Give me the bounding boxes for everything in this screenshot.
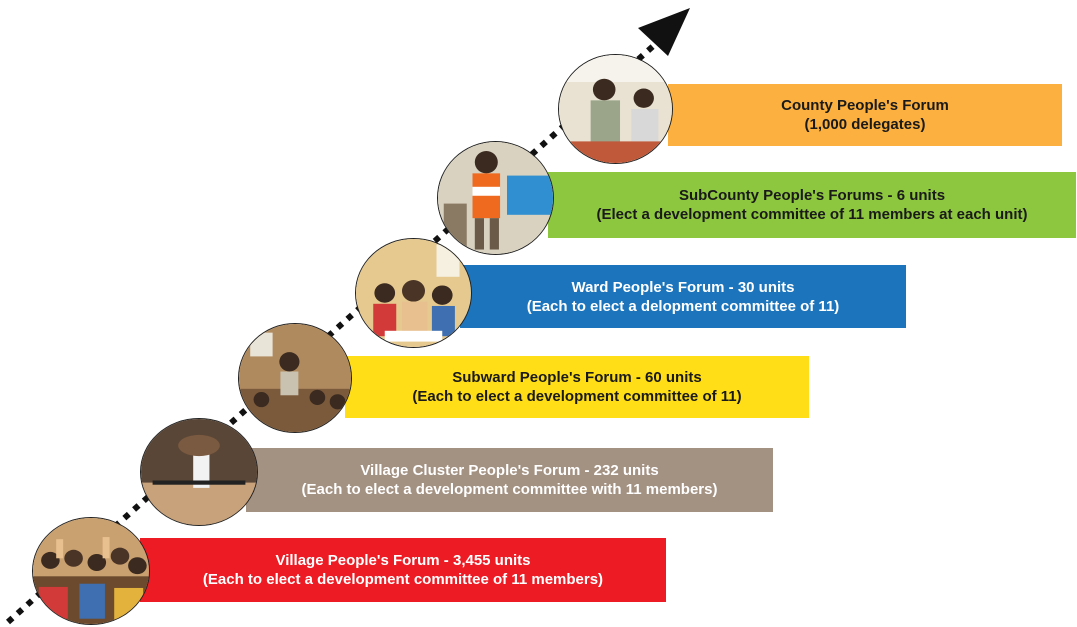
level-title: Subward People's Forum - 60 units [452,369,702,386]
banner-subward: Subward People's Forum - 60 units (Each … [345,356,809,418]
banner-village: Village People's Forum - 3,455 units (Ea… [140,538,666,602]
level-subtitle: (Elect a development committee of 11 mem… [596,206,1028,223]
level-subtitle: (Each to elect a development committee o… [412,388,742,405]
level-subtitle: (1,000 delegates) [804,116,926,133]
banner-village-cluster: Village Cluster People's Forum - 232 uni… [246,448,773,512]
level-subtitle: (Each to elect a delopment committee of … [526,297,840,315]
seated-audience-photo [355,238,472,348]
banner-subcounty: SubCounty People's Forums - 6 units (Ele… [548,172,1076,238]
level-title: Village People's Forum - 3,455 units [275,552,531,569]
level-title: County People's Forum [781,97,949,114]
meeting-photo [238,323,352,433]
level-title: Ward People's Forum - 30 units [571,278,795,296]
arrow-head-icon [638,8,690,56]
banner-county: County People's Forum (1,000 delegates) [668,84,1062,146]
banner-ward: Ward People's Forum - 30 units (Each to … [460,265,906,328]
level-subtitle: (Each to elect a development committee w… [301,481,718,498]
crowd-photo [32,517,150,625]
level-title: SubCounty People's Forums - 6 units [678,187,946,204]
delegates-photo [558,54,673,164]
level-title: Village Cluster People's Forum - 232 uni… [360,462,659,479]
voting-photo [437,141,554,255]
level-subtitle: (Each to elect a development committee o… [202,571,604,588]
ballot-box-photo [140,418,258,526]
